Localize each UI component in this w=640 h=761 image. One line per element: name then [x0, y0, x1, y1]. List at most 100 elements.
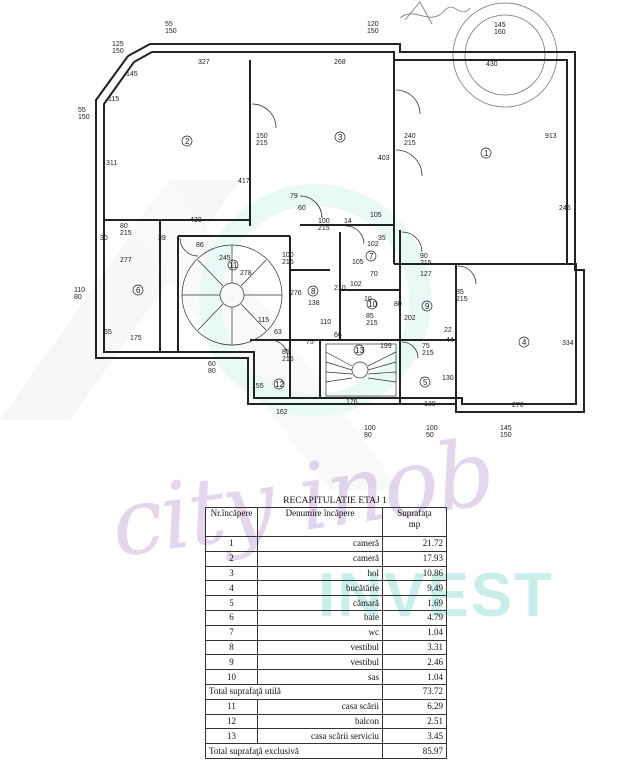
cell-room-number: 3	[205, 565, 258, 582]
cell-room-number: 12	[205, 713, 258, 730]
cell-area: 2.51	[382, 713, 447, 730]
cell-room-name: casa scării	[257, 698, 383, 715]
cell-room-number: 2	[205, 550, 258, 567]
dim-label: 245	[559, 205, 571, 212]
cell-room-number: 10	[205, 669, 258, 685]
staircase-service	[325, 343, 397, 397]
room-4-label: 4	[522, 338, 527, 347]
cell-area: 9.49	[382, 580, 447, 597]
cell-room-number: 6	[205, 609, 258, 626]
room-6-label: 6	[136, 286, 141, 295]
header-room-name: Denumire încăpere	[257, 507, 383, 537]
cell-room-name: vestibul	[257, 654, 383, 671]
cell-room-number: 1	[205, 536, 258, 552]
dim-label: 102	[350, 281, 362, 288]
dim-label: 199	[380, 343, 392, 350]
dim-label: 10	[364, 296, 372, 303]
dim-label: 105	[370, 212, 382, 219]
door-swings	[179, 89, 477, 359]
dim-label: 245	[219, 255, 231, 262]
dim-label: 327	[198, 59, 210, 66]
total-util-value: 73.72	[382, 683, 447, 700]
cell-area: 3.31	[382, 639, 447, 656]
header-room-number: Nr.încăpere	[205, 507, 258, 537]
dim-label: 60	[298, 205, 306, 212]
dim-label: 176	[346, 399, 358, 406]
dim-label: 22	[444, 327, 452, 334]
total-exclusive-row: Total suprafaţă exclusivă 85.97	[205, 743, 447, 759]
cell-room-name: cameră	[257, 550, 383, 567]
cell-area: 6.29	[382, 698, 447, 715]
dim-label: 79	[290, 193, 298, 200]
dim-label: 145	[126, 71, 138, 78]
cell-room-name: cămară	[257, 595, 383, 611]
total-exclusive-label: Total suprafaţă exclusivă	[205, 743, 383, 759]
dim-label: 210	[334, 285, 346, 292]
dim-label: 35	[378, 235, 386, 242]
cell-room-name: sas	[257, 669, 383, 685]
dim-label: 39	[158, 235, 166, 242]
cell-room-name: bucătărie	[257, 580, 383, 597]
dim-label: 80	[394, 301, 402, 308]
dim-label: 66	[334, 332, 342, 339]
dim-label: 70	[370, 271, 378, 278]
dim-label: 110	[320, 319, 331, 326]
stamp-seal	[399, 1, 558, 108]
cell-area: 1.69	[382, 595, 447, 611]
cell-room-name: casa scării serviciu	[257, 728, 383, 745]
dim-label: 65	[104, 329, 112, 336]
dim-label: 913	[545, 133, 557, 140]
dim-label: 30	[100, 235, 108, 242]
cell-room-name: vestibul	[257, 639, 383, 656]
dim-label: 175	[130, 335, 142, 342]
watermark-band	[0, 180, 431, 490]
room-2-label: 2	[185, 137, 190, 146]
dim-label: 86	[196, 242, 204, 249]
cell-area: 1.04	[382, 669, 447, 685]
dim-label: 430	[486, 61, 498, 68]
room-9-label: 9	[425, 302, 430, 311]
dim-label: 127	[420, 271, 432, 278]
dim-label: 162	[276, 409, 288, 416]
dim-label: 63	[274, 329, 282, 336]
dim-label: 115	[108, 96, 119, 103]
dim-label: 430	[190, 217, 202, 224]
dim-label: 130	[442, 375, 454, 382]
dim-label: 138	[308, 300, 320, 307]
dim-label: 276	[512, 402, 524, 409]
cell-area: 3.45	[382, 728, 447, 745]
room-5-label: 5	[423, 378, 428, 387]
dim-label: 334	[562, 340, 574, 347]
table-header-row: Nr.încăpere Denumire încăpere Suprafaţa …	[205, 507, 447, 537]
dim-label: 75	[306, 339, 314, 346]
total-util-row: Total suprafaţă utilă 73.72	[205, 683, 447, 700]
cell-area: 21.72	[382, 536, 447, 552]
cell-room-name: cameră	[257, 536, 383, 552]
staircase-main	[181, 244, 283, 346]
cell-room-number: 13	[205, 728, 258, 745]
walls	[95, 43, 585, 413]
dim-label: 311	[106, 160, 117, 167]
recap-table: Nr.încăpere Denumire încăpere Suprafaţa …	[205, 507, 447, 759]
